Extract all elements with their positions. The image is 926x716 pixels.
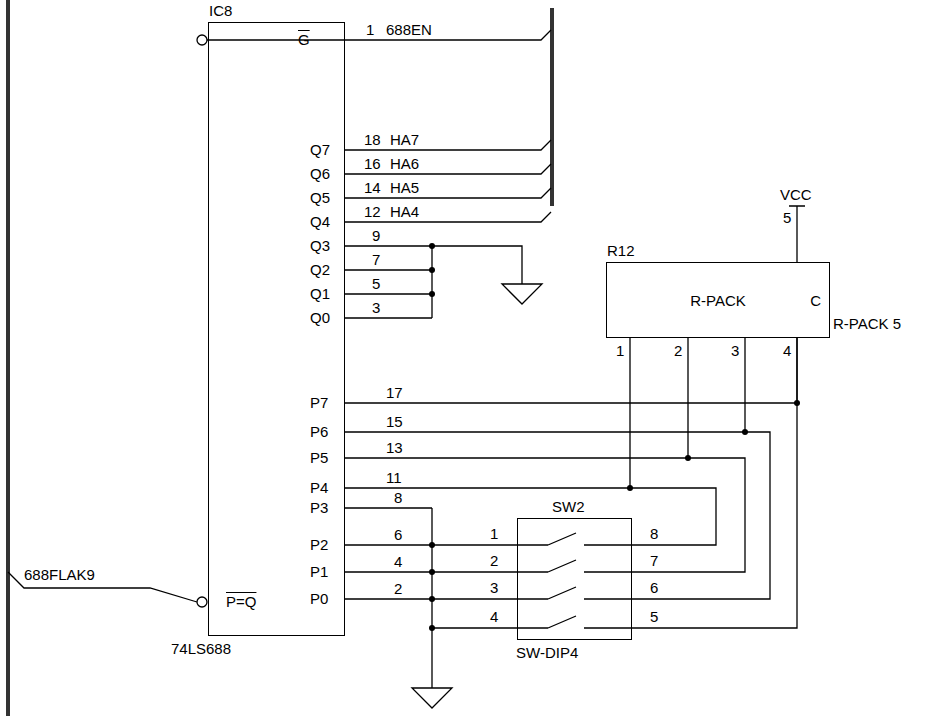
pin-number: 7 bbox=[650, 552, 658, 569]
wire bbox=[345, 246, 522, 318]
pin-number: 9 bbox=[372, 227, 380, 244]
wire-connector bbox=[632, 338, 797, 628]
pin-number: 16 bbox=[364, 155, 381, 172]
part-reference: IC8 bbox=[209, 2, 232, 19]
pin-number: 8 bbox=[650, 525, 658, 542]
pin-number: 4 bbox=[783, 342, 791, 359]
pin-name: P3 bbox=[310, 499, 328, 516]
pin-number: 2 bbox=[490, 552, 498, 569]
pin-number: 6 bbox=[650, 579, 658, 596]
signal-name: HA6 bbox=[390, 155, 419, 172]
dip-switch: SW2SW-DIP4 bbox=[517, 518, 632, 640]
signal-name: HA5 bbox=[390, 179, 419, 196]
wire bbox=[345, 508, 517, 688]
part-name: 74LS688 bbox=[171, 640, 231, 657]
wire bbox=[207, 30, 551, 40]
pin-name: G bbox=[298, 31, 310, 48]
junction-dot bbox=[429, 243, 435, 297]
pin-name: P=Q bbox=[226, 593, 256, 610]
pin-name: P7 bbox=[310, 394, 328, 411]
pin-name: Q7 bbox=[310, 141, 330, 158]
pin-name: P2 bbox=[310, 536, 328, 553]
part-reference: SW2 bbox=[552, 498, 585, 515]
pin-number: 7 bbox=[372, 251, 380, 268]
bus-bar bbox=[6, 0, 10, 716]
pin-number: 2 bbox=[394, 580, 402, 597]
pin-number: 6 bbox=[394, 526, 402, 543]
pin-number: 5 bbox=[650, 608, 658, 625]
pin-number: 11 bbox=[386, 469, 402, 486]
inversion-bubble bbox=[197, 35, 207, 45]
wire bbox=[345, 338, 745, 572]
pin-name: P0 bbox=[310, 590, 328, 607]
wire-connector bbox=[345, 338, 797, 403]
pin-number: 5 bbox=[783, 209, 791, 226]
pin-name: Q0 bbox=[310, 309, 330, 326]
wire-connector bbox=[345, 544, 517, 545]
pin-number: 1 bbox=[490, 525, 498, 542]
switch-contacts bbox=[517, 533, 632, 628]
pin-number: 14 bbox=[364, 179, 381, 196]
pin-number: 12 bbox=[364, 203, 381, 220]
part-name: SW-DIP4 bbox=[516, 644, 578, 661]
signal-name: HA4 bbox=[390, 203, 419, 220]
pin-number: 8 bbox=[394, 489, 402, 506]
pin-number: 3 bbox=[731, 342, 739, 359]
part-name: R-PACK bbox=[690, 292, 746, 309]
pin-name: Q4 bbox=[310, 213, 330, 230]
pin-number: 17 bbox=[386, 384, 403, 401]
pin-name: P1 bbox=[310, 563, 328, 580]
signal-name: VCC bbox=[780, 186, 812, 203]
switch-contact bbox=[517, 616, 632, 628]
pin-number: 2 bbox=[674, 342, 682, 359]
wire bbox=[789, 206, 805, 262]
pin-name: Q5 bbox=[310, 189, 330, 206]
signal-name: HA7 bbox=[390, 131, 419, 148]
pin-name: P4 bbox=[310, 479, 328, 496]
junction-dot bbox=[627, 400, 800, 491]
pin-number: 1 bbox=[366, 21, 374, 38]
pin-number: 15 bbox=[386, 413, 403, 430]
ground-symbol bbox=[412, 688, 452, 708]
part-name: R-PACK 5 bbox=[833, 315, 901, 332]
pin-name: Q2 bbox=[310, 261, 330, 278]
inversion-bubble bbox=[197, 597, 207, 607]
part-name: C bbox=[810, 292, 821, 309]
pin-number: 4 bbox=[394, 553, 402, 570]
wire bbox=[345, 338, 716, 545]
switch-contact bbox=[517, 533, 632, 545]
resistor-pack: R12R-PACKCR-PACK 5 bbox=[606, 262, 830, 338]
pin-name: P6 bbox=[310, 423, 328, 440]
pin-number: 3 bbox=[372, 299, 380, 316]
junction-dot bbox=[429, 542, 435, 631]
wire bbox=[345, 338, 770, 599]
pin-number: 18 bbox=[364, 131, 381, 148]
pin-name: P5 bbox=[310, 449, 328, 466]
switch-contact bbox=[517, 560, 632, 572]
signal-name: 688EN bbox=[386, 21, 432, 38]
pin-number: 1 bbox=[616, 342, 624, 359]
pin-number: 3 bbox=[490, 579, 498, 596]
switch-contact bbox=[517, 587, 632, 599]
signal-name: 688FLAK9 bbox=[24, 566, 95, 583]
pin-number: 5 bbox=[372, 275, 380, 292]
part-reference: R12 bbox=[607, 242, 635, 259]
bus-bar bbox=[550, 8, 554, 206]
pin-name: Q1 bbox=[310, 285, 330, 302]
pin-name: Q3 bbox=[310, 237, 330, 254]
pin-number: 13 bbox=[386, 439, 403, 456]
ground-symbol bbox=[502, 284, 542, 304]
wire bbox=[345, 140, 551, 222]
pin-name: Q6 bbox=[310, 165, 330, 182]
pin-number: 4 bbox=[490, 608, 498, 625]
